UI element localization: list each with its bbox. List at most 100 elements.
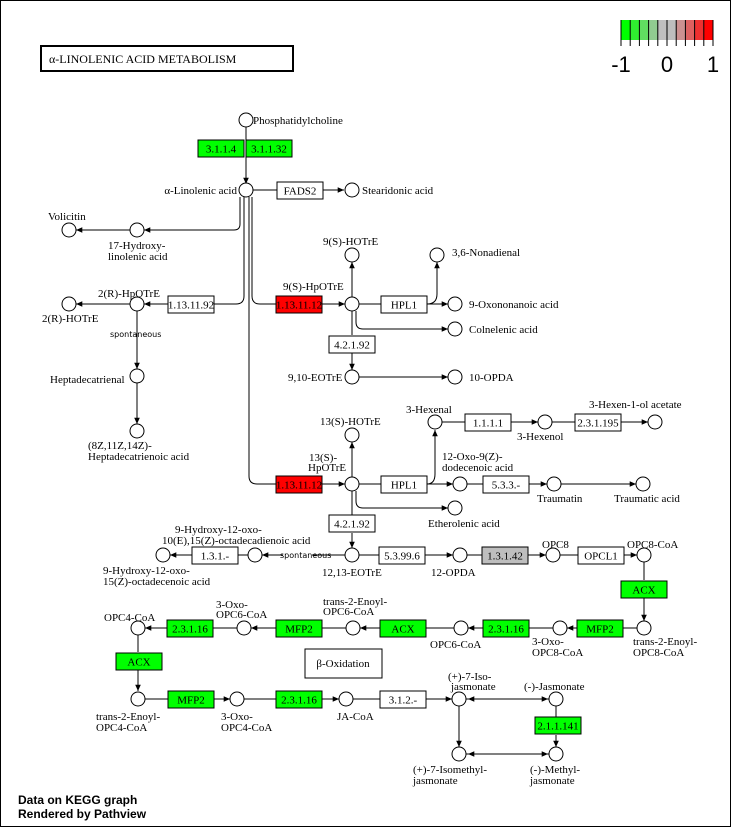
enzyme-box[interactable]: [166, 619, 214, 638]
compound-node-3-oxo-opc8[interactable]: [552, 620, 568, 636]
compound-node-12-opda[interactable]: [452, 547, 468, 563]
compound-node-3-hexenol[interactable]: [537, 414, 553, 430]
enzyme-node-2-3-1-16[interactable]: 2.3.1.16: [275, 690, 323, 709]
enzyme-node-2-3-1-16[interactable]: 2.3.1.16: [166, 619, 214, 638]
enzyme-node-hpl1[interactable]: HPL1: [380, 295, 428, 314]
compound-node-ja-coa[interactable]: [338, 691, 354, 707]
compound-node-3-oxo-opc6[interactable]: [236, 620, 252, 636]
enzyme-box[interactable]: [276, 181, 324, 200]
compound-node-2r-hotre[interactable]: [61, 296, 77, 312]
enzyme-node-5-3-3--[interactable]: 5.3.3.-: [482, 475, 530, 494]
enzyme-box[interactable]: [576, 619, 624, 638]
compound-node-9-hydroxy-dienoic[interactable]: [247, 547, 263, 563]
compound-node-7-isojasmonate[interactable]: [451, 691, 467, 707]
enzyme-node-acx[interactable]: ACX: [115, 652, 163, 671]
enzyme-box[interactable]: [482, 475, 530, 494]
enzyme-node-hpl1[interactable]: HPL1: [380, 475, 428, 494]
compound-node-17-hydroxy[interactable]: [129, 222, 145, 238]
enzyme-node-fads2[interactable]: FADS2: [276, 181, 324, 200]
enzyme-node-1-3-1--[interactable]: 1.3.1.-: [191, 546, 239, 565]
compound-node-opc6-coa[interactable]: [453, 620, 469, 636]
enzyme-node-2-1-1-141[interactable]: 2.1.1.141: [534, 716, 582, 735]
enzyme-node-3-1-1-4[interactable]: 3.1.1.4: [197, 139, 245, 158]
enzyme-node-acx[interactable]: ACX: [620, 580, 668, 599]
enzyme-box[interactable]: [275, 690, 323, 709]
enzyme-box[interactable]: [620, 580, 668, 599]
enzyme-node-3-1-1-32[interactable]: 3.1.1.32: [245, 139, 293, 158]
enzyme-box[interactable]: [378, 546, 426, 565]
enzyme-box[interactable]: [574, 413, 622, 432]
enzyme-node-mfp2[interactable]: MFP2: [167, 690, 215, 709]
compound-node-methyljasmonate[interactable]: [548, 746, 564, 762]
compound-node-trans-enoyl-opc6[interactable]: [345, 620, 361, 636]
enzyme-box[interactable]: [191, 546, 239, 565]
compound-node-3-oxo-opc4[interactable]: [229, 691, 245, 707]
compound-node-nonadienal[interactable]: [429, 247, 445, 263]
compound-node-7-isomethyl[interactable]: [451, 746, 467, 762]
enzyme-box[interactable]: [482, 619, 530, 638]
enzyme-box[interactable]: [379, 619, 427, 638]
compound-node-stearidonic[interactable]: [344, 182, 360, 198]
compound-node-phosphatidylcholine[interactable]: [238, 112, 254, 128]
enzyme-node-acx[interactable]: ACX: [379, 619, 427, 638]
enzyme-node-3-1-2--[interactable]: 3.1.2.-: [379, 690, 427, 709]
enzyme-box[interactable]: [245, 139, 293, 158]
compound-node-12-oxo-dodecenoic[interactable]: [452, 476, 468, 492]
enzyme-box[interactable]: [577, 546, 625, 565]
enzyme-node-opcl1[interactable]: OPCL1: [577, 546, 625, 565]
enzyme-box[interactable]: [167, 690, 215, 709]
compound-node-etherolenic[interactable]: [447, 500, 463, 516]
enzyme-node-4-2-1-92[interactable]: 4.2.1.92: [328, 514, 376, 533]
compound-node-13s-hpotre[interactable]: [344, 476, 360, 492]
enzyme-box[interactable]: [328, 514, 376, 533]
compound-node-3-hexenal[interactable]: [427, 414, 443, 430]
compound-node-traumatin[interactable]: [546, 476, 562, 492]
compound-node-colnelenic[interactable]: [447, 321, 463, 337]
enzyme-box[interactable]: [275, 475, 323, 494]
enzyme-node-mfp2[interactable]: MFP2: [275, 619, 323, 638]
enzyme-box[interactable]: [481, 546, 529, 565]
compound-node-12-13-eotre[interactable]: [344, 547, 360, 563]
enzyme-node-2-3-1-195[interactable]: 2.3.1.195: [574, 413, 622, 432]
compound-node-9s-hotre[interactable]: [344, 247, 360, 263]
compound-node-trans-enoyl-opc8[interactable]: [636, 620, 652, 636]
enzyme-box[interactable]: [534, 716, 582, 735]
compound-node-9-hydroxy-enoic[interactable]: [155, 547, 171, 563]
compound-node-9-10-eotre[interactable]: [344, 369, 360, 385]
enzyme-node-1-3-1-42[interactable]: 1.3.1.42: [481, 546, 529, 565]
enzyme-node-1-13-11-12[interactable]: 1.13.11.12: [275, 475, 323, 494]
enzyme-box[interactable]: [380, 295, 428, 314]
enzyme-box[interactable]: [379, 690, 427, 709]
compound-node-trans-enoyl-opc4[interactable]: [130, 691, 146, 707]
enzyme-box[interactable]: [275, 619, 323, 638]
enzyme-box[interactable]: [380, 475, 428, 494]
enzyme-box[interactable]: [197, 139, 245, 158]
compound-node-heptadecatrienoic[interactable]: [129, 423, 145, 439]
compound-node-opc8[interactable]: [545, 547, 561, 563]
enzyme-node-1-13-11-92[interactable]: 1.13.11.92: [167, 295, 215, 314]
compound-node-heptadecatrienal[interactable]: [129, 368, 145, 384]
compound-node-9s-hpotre[interactable]: [344, 296, 360, 312]
enzyme-box[interactable]: [328, 335, 376, 354]
compound-node-2r-hpotre[interactable]: [129, 296, 145, 312]
enzyme-box[interactable]: [464, 413, 512, 432]
enzyme-node-mfp2[interactable]: MFP2: [576, 619, 624, 638]
compound-node-oxononanoic[interactable]: [447, 296, 463, 312]
compound-node-opc8-coa[interactable]: [636, 547, 652, 563]
enzyme-box[interactable]: [115, 652, 163, 671]
compound-node-opc4-coa[interactable]: [130, 620, 146, 636]
compound-node-traumatic[interactable]: [635, 476, 651, 492]
enzyme-node-2-3-1-16[interactable]: 2.3.1.16: [482, 619, 530, 638]
compound-node-hexenol-acetate[interactable]: [647, 414, 663, 430]
compound-node-alpha-linolenic[interactable]: [238, 182, 254, 198]
compound-node-volicitin[interactable]: [61, 222, 77, 238]
compound-node-10-opda[interactable]: [447, 369, 463, 385]
enzyme-box[interactable]: [167, 295, 215, 314]
enzyme-box[interactable]: [275, 295, 323, 314]
enzyme-node-5-3-99-6[interactable]: 5.3.99.6: [378, 546, 426, 565]
enzyme-node-1-13-11-12[interactable]: 1.13.11.12: [275, 295, 323, 314]
compound-node-13s-hotre[interactable]: [344, 427, 360, 443]
compound-node-jasmonate[interactable]: [548, 691, 564, 707]
enzyme-node-1-1-1-1[interactable]: 1.1.1.1: [464, 413, 512, 432]
enzyme-node-4-2-1-92[interactable]: 4.2.1.92: [328, 335, 376, 354]
